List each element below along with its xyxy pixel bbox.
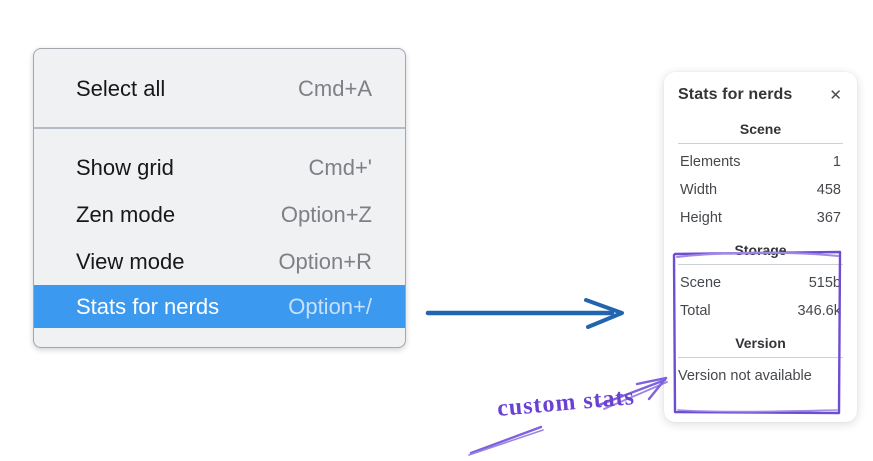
- menu-item-label: View mode: [76, 248, 185, 274]
- menu-section-bottom: Show grid Cmd+' Zen mode Option+Z View m…: [34, 129, 405, 344]
- stat-row-width: Width 458: [676, 176, 845, 204]
- section-divider: [678, 264, 843, 265]
- menu-item-shortcut: Option+/: [288, 293, 372, 319]
- menu-item-shortcut: Cmd+': [308, 154, 373, 180]
- menu-section-top: Select all Cmd+A: [34, 49, 405, 112]
- section-header-storage: Storage: [734, 242, 787, 258]
- version-section: Version Version not available: [676, 335, 845, 390]
- stat-value: 346.6k: [797, 303, 841, 319]
- stat-row-scene-size: Scene 515b: [676, 269, 845, 297]
- stat-row-height: Height 367: [676, 204, 845, 232]
- stats-panel-header: Stats for nerds ✕: [676, 84, 845, 104]
- stat-label: Elements: [680, 154, 741, 170]
- menu-separator: [34, 127, 405, 129]
- menu-item-stats-for-nerds[interactable]: Stats for nerds Option+/: [34, 285, 405, 328]
- section-header-scene: Scene: [739, 121, 782, 137]
- stat-value: 1: [832, 154, 841, 170]
- stat-label: Height: [680, 210, 722, 226]
- custom-stats-annotation-label[interactable]: custom stats: [496, 384, 636, 422]
- scene-section: Scene Elements 1 Width 458 Height 367: [676, 121, 845, 232]
- stats-panel-title: Stats for nerds: [678, 86, 793, 103]
- menu-item-zen-mode[interactable]: Zen mode Option+Z: [34, 191, 405, 238]
- menu-item-label: Show grid: [76, 154, 174, 180]
- stat-value: 515b: [808, 275, 841, 291]
- stat-label: Scene: [680, 275, 722, 291]
- section-header-version: Version: [735, 335, 786, 351]
- section-divider: [678, 143, 843, 144]
- storage-section: Storage Scene 515b Total 346.6k: [676, 242, 845, 325]
- menu-item-label: Stats for nerds: [76, 293, 220, 319]
- menu-item-label: Select all: [76, 75, 166, 101]
- stat-row-total-size: Total 346.6k: [676, 297, 845, 325]
- close-icon[interactable]: ✕: [829, 86, 842, 104]
- menu-item-label: Zen mode: [76, 201, 176, 227]
- stat-row-elements: Elements 1: [676, 148, 845, 176]
- version-note: Version not available: [678, 368, 812, 384]
- menu-item-shortcut: Option+R: [278, 248, 372, 274]
- stat-value: 367: [816, 210, 841, 226]
- stat-label: Width: [680, 182, 718, 198]
- stat-value: 458: [816, 182, 841, 198]
- menu-item-shortcut: Cmd+A: [298, 75, 372, 101]
- blue-arrow[interactable]: [425, 298, 624, 329]
- section-divider: [678, 357, 843, 358]
- menu-item-shortcut: Option+Z: [280, 201, 372, 227]
- menu-item-select-all[interactable]: Select all Cmd+A: [34, 65, 405, 112]
- menu-item-show-grid[interactable]: Show grid Cmd+': [34, 144, 405, 191]
- menu-item-view-mode[interactable]: View mode Option+R: [34, 238, 405, 285]
- stats-panel: Stats for nerds ✕ Scene Elements 1 Width…: [664, 72, 857, 422]
- context-menu: Select all Cmd+A Show grid Cmd+' Zen mod…: [33, 48, 406, 348]
- stat-label: Total: [680, 303, 711, 319]
